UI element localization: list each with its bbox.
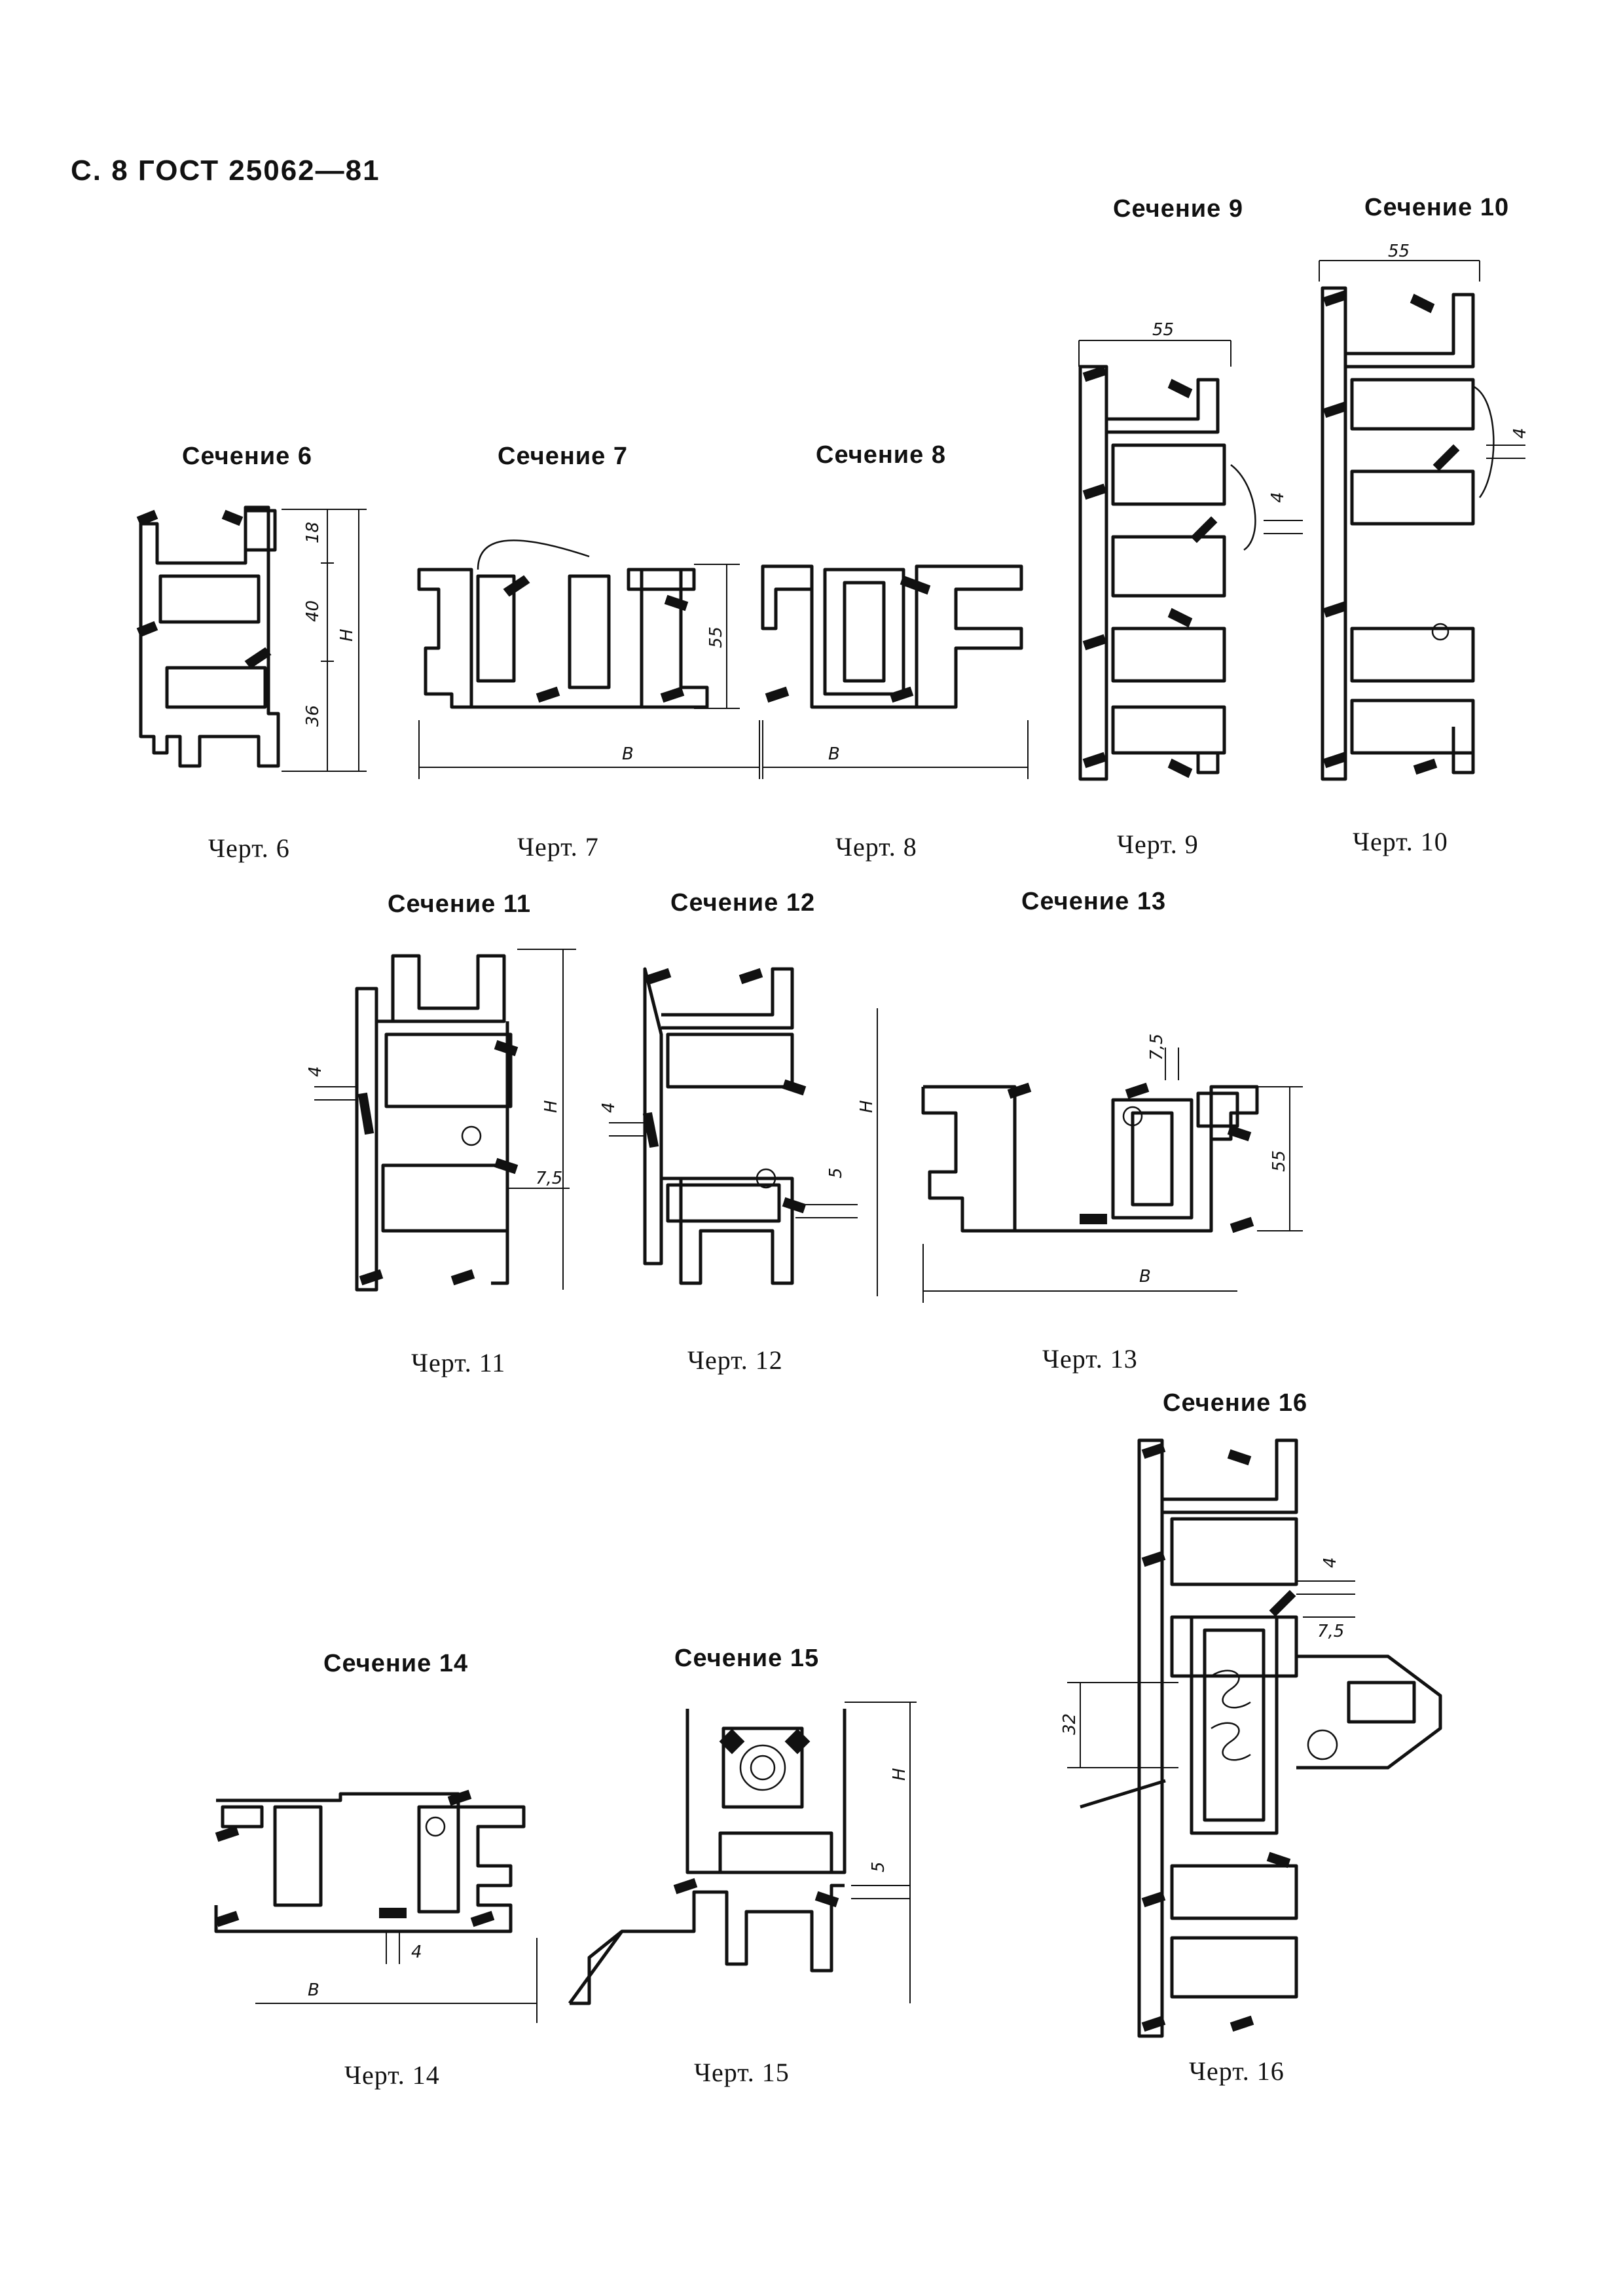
drawing-7-caption: Черт. 7: [517, 832, 599, 862]
dim-4-16: 4: [1321, 1557, 1340, 1568]
drawing-10-caption: Черт. 10: [1353, 827, 1448, 856]
dim-B-13: B: [1139, 1267, 1151, 1286]
dim-H-11: H: [541, 1100, 561, 1113]
section-16-title: Сечение 16: [1163, 1389, 1308, 1417]
section-16-drawing: 4 7,5 32: [1060, 1438, 1442, 2038]
section-7-title: Сечение 7: [498, 443, 628, 470]
dim-40: 40: [303, 600, 323, 622]
section-13-drawing: 7,5 55 B: [921, 1034, 1303, 1303]
dim-H-6: H: [337, 629, 357, 642]
dim-B-8: B: [828, 744, 840, 764]
dim-H-12: H: [857, 1100, 877, 1113]
dim-55-9: 55: [1152, 320, 1174, 340]
dim-32-16: 32: [1060, 1713, 1080, 1735]
dim-H-15: H: [890, 1768, 909, 1781]
section-7-drawing: 55 B: [417, 539, 760, 779]
dim-7-5-11: 7,5: [536, 1169, 562, 1188]
dim-B-14: B: [308, 1980, 319, 2000]
section-6-drawing: 18 40 36 H: [136, 505, 367, 772]
dim-4-11: 4: [306, 1066, 325, 1077]
section-15-drawing: H 5: [568, 1702, 917, 2005]
dim-5-12: 5: [826, 1167, 846, 1178]
section-14-title: Сечение 14: [323, 1650, 469, 1677]
section-14-drawing: 4 B: [214, 1789, 538, 2023]
drawing-11-caption: Черт. 11: [411, 1348, 506, 1377]
dim-55-10: 55: [1388, 242, 1410, 261]
section-8-title: Сечение 8: [816, 441, 946, 469]
drawing-14-caption: Черт. 14: [344, 2060, 440, 2090]
section-10-drawing: 55 4: [1319, 242, 1530, 781]
drawing-6-caption: Черт. 6: [208, 833, 290, 863]
section-6-title: Сечение 6: [182, 443, 312, 470]
drawing-13-caption: Черт. 13: [1042, 1344, 1138, 1374]
section-11-title: Сечение 11: [388, 890, 531, 918]
section-11-drawing: 4 7,5 H: [306, 949, 576, 1292]
section-9-title: Сечение 9: [1113, 195, 1243, 223]
drawing-8-caption: Черт. 8: [835, 832, 917, 862]
drawing-12-caption: Черт. 12: [687, 1345, 783, 1375]
dim-4-14: 4: [411, 1942, 422, 1962]
dim-7-5-16: 7,5: [1317, 1622, 1344, 1641]
section-8-drawing: B: [761, 564, 1029, 779]
page-header: С. 8 ГОСТ 25062—81: [71, 155, 380, 187]
section-12-title: Сечение 12: [670, 889, 816, 917]
dim-18: 18: [303, 522, 323, 543]
drawing-16-caption: Черт. 16: [1189, 2056, 1285, 2086]
dim-5-15: 5: [869, 1861, 888, 1872]
dim-4-12: 4: [599, 1102, 619, 1113]
dim-B-7: B: [622, 744, 634, 764]
dim-7-5-13: 7,5: [1147, 1034, 1167, 1061]
dim-55-7: 55: [706, 627, 726, 648]
drawing-9-caption: Черт. 9: [1117, 829, 1199, 859]
dim-4-9: 4: [1268, 492, 1288, 503]
drawing-15-caption: Черт. 15: [694, 2058, 790, 2087]
section-13-title: Сечение 13: [1021, 888, 1167, 915]
section-12-drawing: 4 5 H: [599, 967, 878, 1296]
dim-4-10: 4: [1510, 428, 1530, 439]
section-15-title: Сечение 15: [674, 1645, 820, 1672]
dim-36: 36: [303, 705, 323, 727]
dim-55-13: 55: [1269, 1150, 1289, 1172]
section-9-drawing: 55 4: [1078, 320, 1303, 781]
section-10-title: Сечение 10: [1364, 194, 1510, 221]
